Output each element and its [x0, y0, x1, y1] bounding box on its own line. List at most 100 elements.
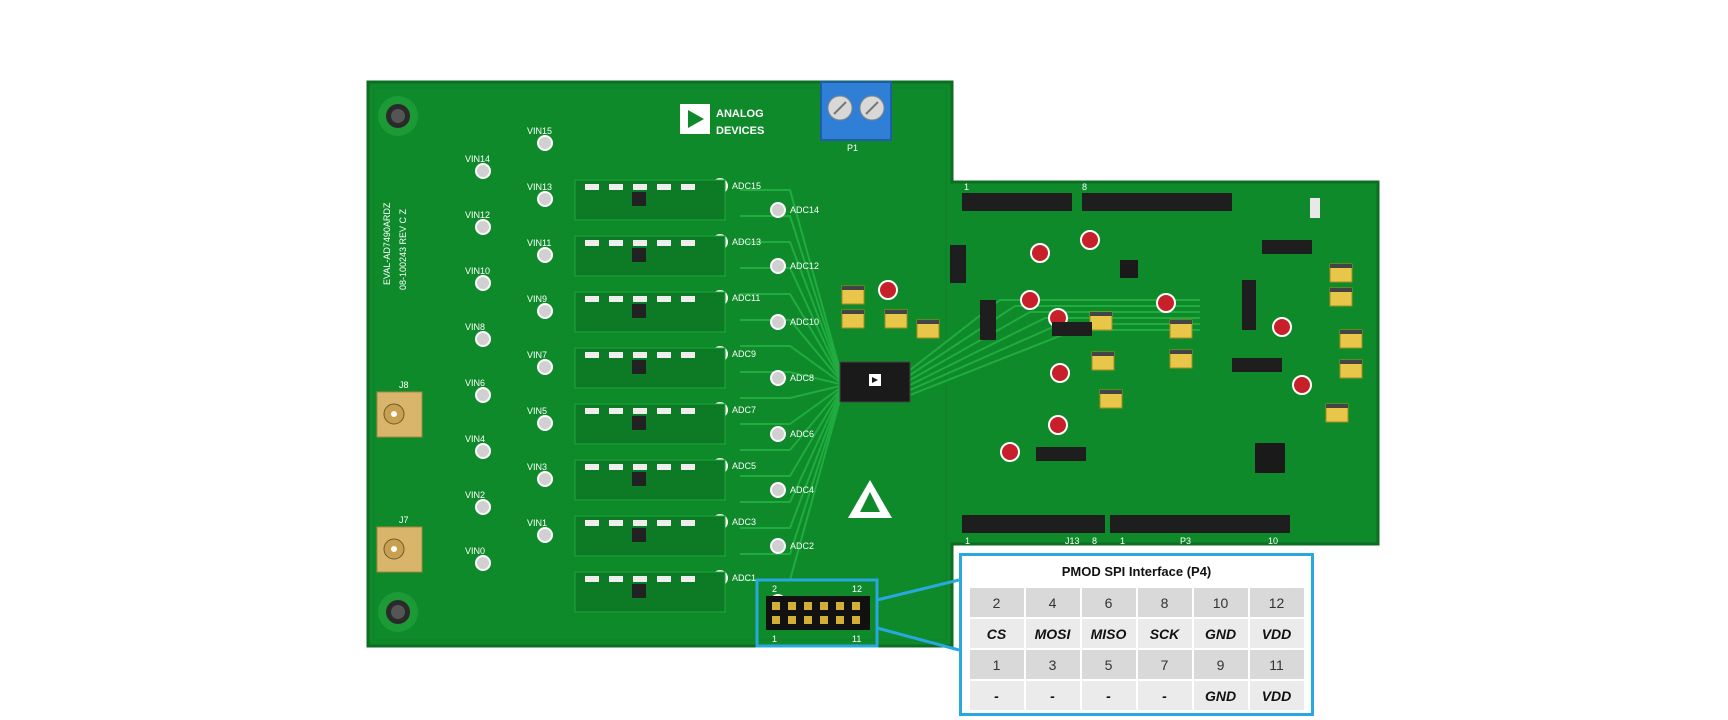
jumper-header: [1036, 447, 1086, 461]
header-pin: [820, 602, 828, 610]
adc-test-point: ADC12: [770, 258, 819, 274]
adc-test-point: ADC10: [770, 314, 819, 330]
resistor: [633, 408, 647, 414]
adc-label: ADC15: [732, 181, 761, 191]
ic-chip: [1120, 260, 1138, 278]
resistor: [657, 296, 671, 302]
resistor: [609, 184, 623, 190]
resistor: [609, 352, 623, 358]
odd-pin-row: 1 3 5 7 9 11: [969, 650, 1304, 679]
resistor: [681, 520, 695, 526]
svg-text:P1: P1: [847, 143, 858, 153]
op-amp-chip: [632, 416, 646, 430]
vin-label: VIN2: [465, 490, 485, 500]
jumper-header: [1052, 322, 1092, 336]
pin-number: 12: [1249, 588, 1304, 617]
vin-test-point: VIN15: [527, 126, 553, 151]
vin-test-point: VIN12: [465, 210, 491, 235]
pcb-trace: [740, 215, 841, 373]
callout-line: [876, 578, 960, 602]
pcb-trace: [740, 385, 841, 399]
adc-label: ADC14: [790, 205, 819, 215]
power-test-point: [1000, 442, 1020, 462]
resistor: [681, 464, 695, 470]
pcb-trace: [740, 267, 841, 377]
resistor: [633, 296, 647, 302]
pin-number: 6: [1081, 588, 1136, 617]
vin-label: VIN1: [527, 518, 547, 528]
op-amp-chip: [632, 584, 646, 598]
pcb-trace: [740, 391, 841, 477]
adc-test-point: ADC2: [770, 538, 814, 554]
svg-text:1: 1: [1120, 536, 1125, 546]
header-pin: [772, 602, 780, 610]
vin-test-point: VIN6: [465, 378, 491, 403]
adc-test-point: ADC6: [770, 426, 814, 442]
resistor: [657, 464, 671, 470]
vin-label: VIN10: [465, 266, 490, 276]
pin-signal: VDD: [1249, 619, 1304, 648]
vin-test-point: VIN10: [465, 266, 491, 291]
pin-signal: -: [1081, 681, 1136, 710]
channel-block: [574, 571, 726, 613]
vin-test-point: VIN13: [527, 182, 553, 207]
svg-text:J13: J13: [1065, 536, 1080, 546]
op-amp-chip: [632, 528, 646, 542]
odd-signal-row: - - - - GND VDD: [969, 681, 1304, 710]
tantalum-capacitor: [841, 309, 865, 329]
pcb-trace: [740, 241, 841, 375]
jumper-header: [980, 300, 996, 340]
pin-number: 10: [1193, 588, 1248, 617]
mounting-hole: [378, 96, 418, 136]
pmod-interface-panel: PMOD SPI Interface (P4) 2 4 6 8 10 12 CS…: [959, 553, 1314, 716]
header-pin: [852, 602, 860, 610]
pin-signal: CS: [969, 619, 1024, 648]
resistor: [633, 464, 647, 470]
channel-block: [574, 235, 726, 277]
power-test-point: [1156, 293, 1176, 313]
resistor: [585, 296, 599, 302]
tantalum-capacitor: [916, 319, 940, 339]
header-pin: [788, 616, 796, 624]
resistor: [681, 184, 695, 190]
pin-number: 9: [1193, 650, 1248, 679]
tantalum-capacitor: [1339, 329, 1363, 349]
pin-number: 8: [1137, 588, 1192, 617]
header-pin: [836, 616, 844, 624]
svg-text:8: 8: [1082, 182, 1087, 192]
vin-label: VIN4: [465, 434, 485, 444]
jumper-header: [1242, 280, 1256, 330]
callout-line: [876, 626, 960, 652]
svg-text:2: 2: [772, 584, 777, 594]
channel-block: [574, 515, 726, 557]
pin-number: 7: [1137, 650, 1192, 679]
adc-label: ADC7: [732, 405, 756, 415]
pin-signal: GND: [1193, 619, 1248, 648]
resistor: [609, 296, 623, 302]
tantalum-capacitor: [1169, 319, 1193, 339]
pcb-trace: [740, 319, 841, 381]
resistor: [585, 184, 599, 190]
part-number: EVAL-AD7490ARDZ: [382, 202, 392, 285]
header-pin: [820, 616, 828, 624]
svg-text:1: 1: [965, 536, 970, 546]
even-pin-row: 2 4 6 8 10 12: [969, 588, 1304, 617]
pin-signal: MOSI: [1025, 619, 1080, 648]
power-test-point: [1080, 230, 1100, 250]
resistor: [657, 520, 671, 526]
ic-chip: [1255, 443, 1285, 473]
adc-test-point: ADC8: [770, 370, 814, 386]
sma-connector-j7: J7: [376, 515, 423, 573]
resistor: [585, 352, 599, 358]
pin-number: 3: [1025, 650, 1080, 679]
vin-test-point: VIN11: [527, 238, 553, 263]
pcb-trace: [740, 395, 841, 529]
channel-block: [574, 179, 726, 221]
tantalum-capacitor: [1099, 389, 1123, 409]
power-terminal-p1: P1: [820, 81, 892, 153]
resistor: [681, 240, 695, 246]
vin-label: VIN3: [527, 462, 547, 472]
adc-label: ADC9: [732, 349, 756, 359]
header-p3: 1 P3 10: [1110, 515, 1290, 546]
adc-label: ADC13: [732, 237, 761, 247]
